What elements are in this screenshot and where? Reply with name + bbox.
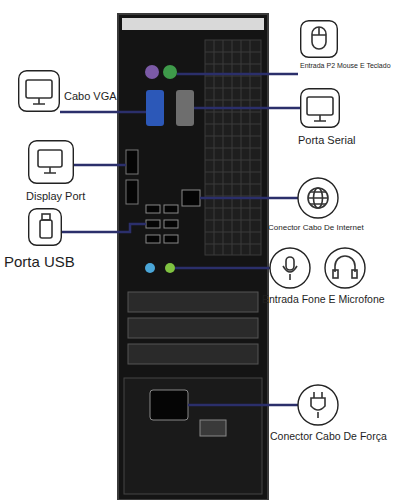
port-label: Porta Serial bbox=[298, 134, 355, 146]
icon-circle bbox=[270, 248, 310, 288]
ps2-port bbox=[145, 65, 159, 79]
ethernet-port bbox=[182, 190, 200, 206]
port-label: Porta USB bbox=[4, 254, 75, 271]
icon-box bbox=[29, 141, 74, 184]
port-label: Entrada P2 Mouse E Teclado bbox=[300, 62, 391, 70]
usb-ports bbox=[146, 205, 178, 243]
callout-box: Conector Cabo De Internet bbox=[298, 178, 338, 218]
icon-frame bbox=[270, 248, 310, 288]
icon-circle bbox=[298, 385, 338, 425]
callout-box: Porta USB bbox=[28, 208, 62, 246]
icons bbox=[26, 27, 365, 418]
icon-box bbox=[29, 209, 62, 246]
callout-box: Porta Serial bbox=[300, 88, 340, 128]
sticker bbox=[122, 18, 264, 30]
icon-frame bbox=[298, 385, 338, 425]
callout-box: Display Port bbox=[28, 140, 74, 184]
icon-box bbox=[19, 71, 60, 112]
icon-frame bbox=[28, 208, 62, 246]
expansion-slots bbox=[128, 292, 258, 364]
audio-jack bbox=[165, 263, 175, 273]
callout-box: Conector Cabo De Força bbox=[298, 385, 338, 425]
port-label: Conector Cabo De Força bbox=[270, 431, 387, 443]
icon-frame bbox=[300, 88, 340, 128]
callout-box: Entrada Fone E Microfone bbox=[270, 248, 310, 288]
icon-box bbox=[301, 21, 338, 58]
tower-body bbox=[118, 14, 268, 500]
icon-frame bbox=[300, 20, 338, 58]
psu-switch bbox=[200, 420, 226, 436]
icon-frame bbox=[298, 178, 338, 218]
icon-circle bbox=[298, 178, 338, 218]
icon-frame bbox=[28, 140, 74, 184]
displayport bbox=[126, 180, 138, 204]
port-label: Cabo VGA bbox=[64, 90, 117, 102]
port-label: Entrada Fone E Microfone bbox=[262, 294, 385, 306]
icon-box bbox=[301, 89, 340, 128]
vent-grid bbox=[205, 40, 261, 255]
callout-box: Entrada P2 Mouse E Teclado bbox=[300, 20, 338, 58]
power-supply bbox=[124, 378, 262, 494]
callout-box: Cabo VGA bbox=[18, 70, 60, 112]
ps2-port bbox=[163, 65, 177, 79]
port-label: Conector Cabo De Internet bbox=[268, 224, 364, 233]
serial-port bbox=[176, 90, 194, 126]
displayport bbox=[126, 150, 138, 174]
vga-port bbox=[146, 90, 164, 126]
audio-jack bbox=[145, 263, 155, 273]
port-label: Display Port bbox=[26, 190, 85, 202]
power-socket bbox=[150, 390, 188, 420]
leader-lines bbox=[60, 74, 300, 405]
icon-frame bbox=[18, 70, 60, 112]
